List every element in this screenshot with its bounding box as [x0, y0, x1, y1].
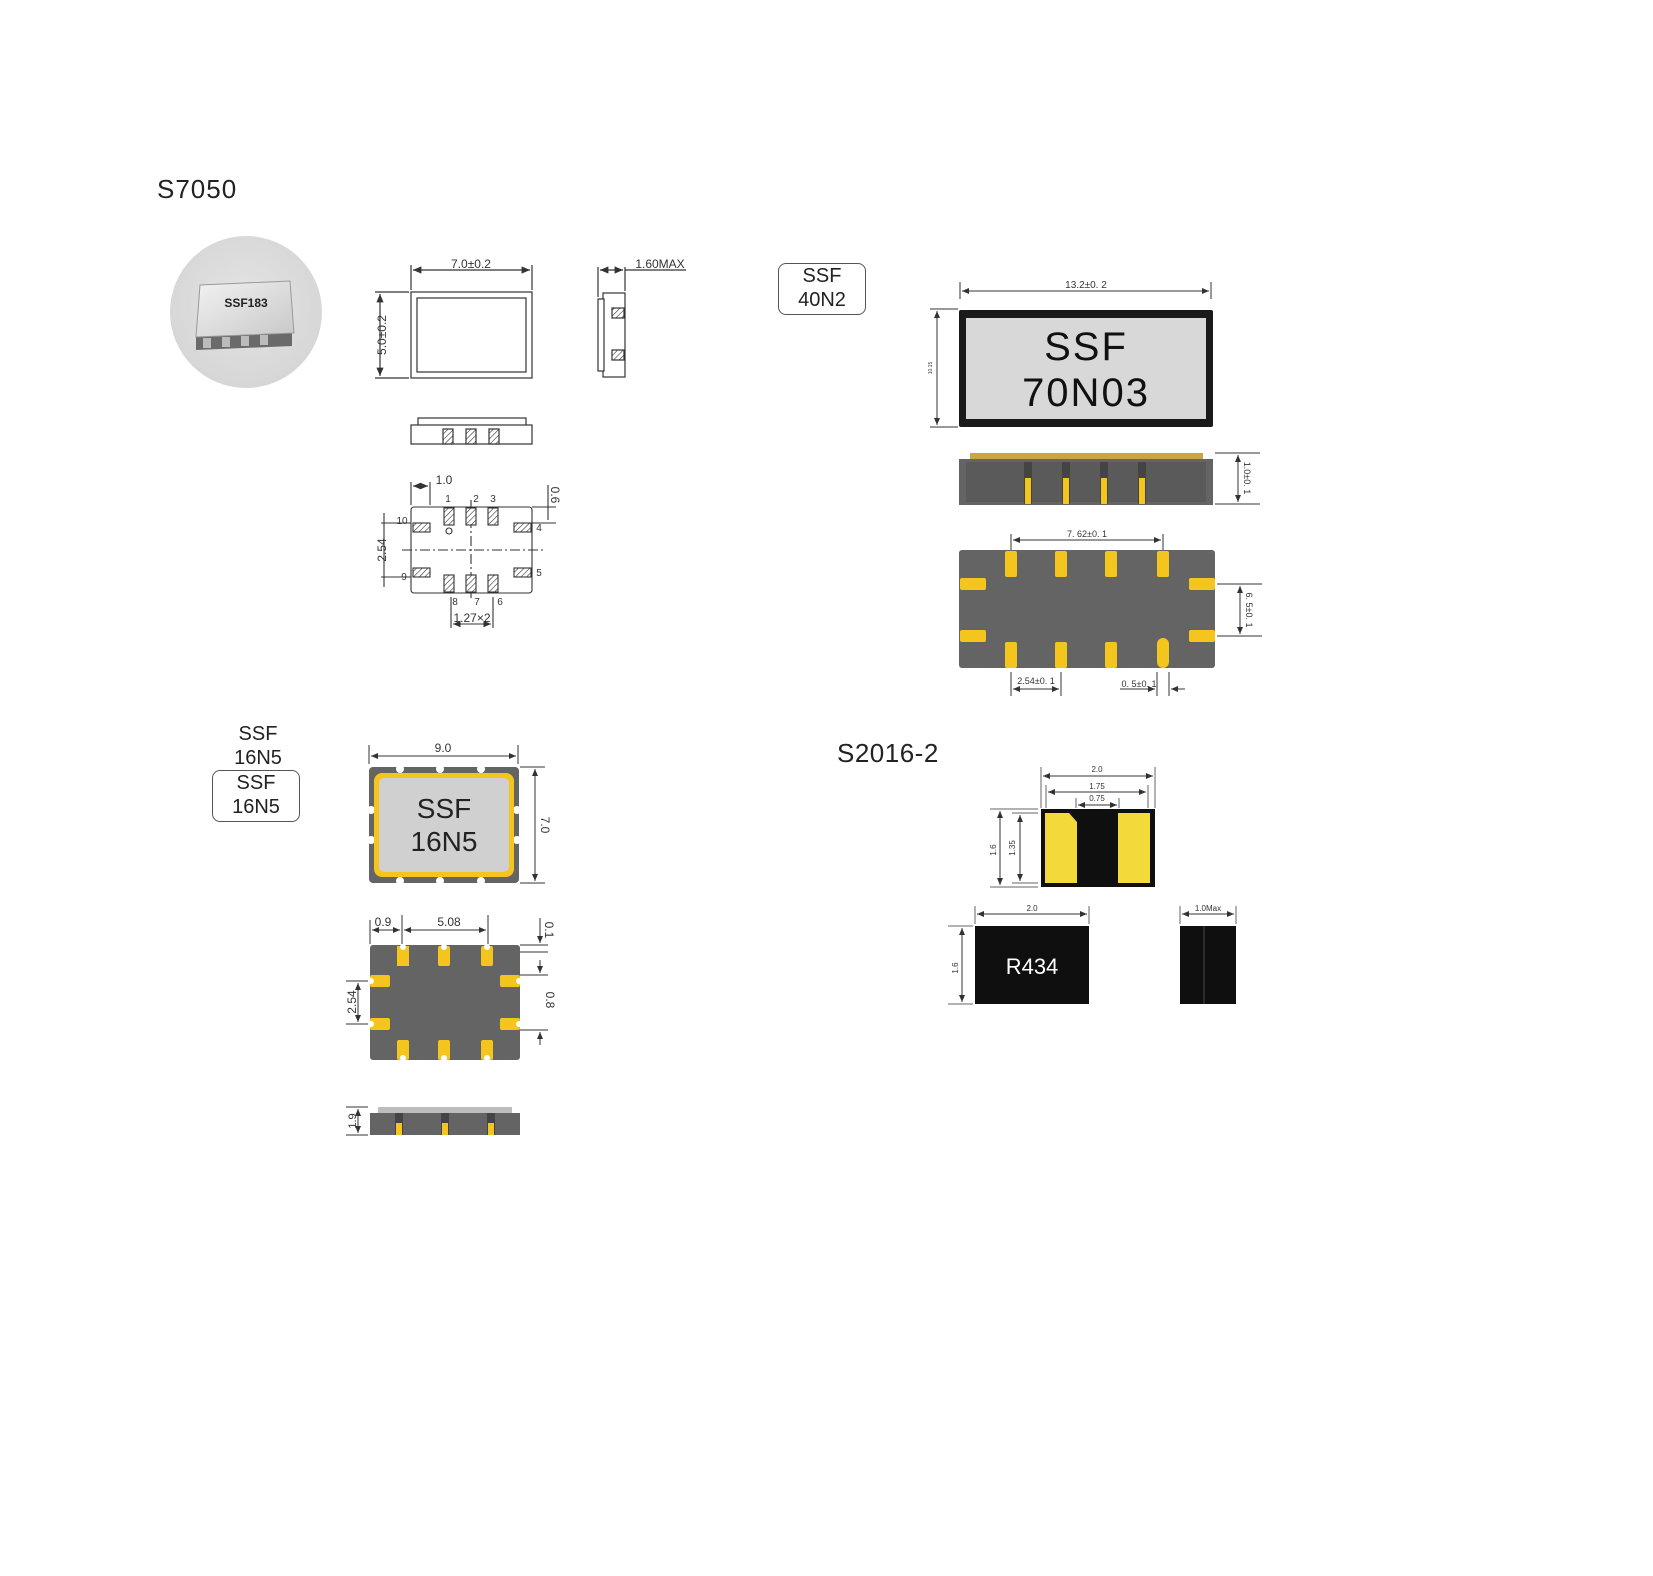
s7050-front-view: [410, 417, 533, 445]
ssf16n5-top-view: [367, 745, 545, 885]
dim-inner-1: 1.75: [1089, 782, 1105, 791]
s2016-side-view: [1179, 906, 1237, 1004]
pin-5: 5: [536, 568, 542, 579]
part-label-16n5: SSF 16N5: [220, 722, 296, 770]
dim-width: 9.0: [435, 741, 452, 755]
dim-inner-2: 0.75: [1089, 794, 1105, 803]
dim-pad-span: 5.08: [437, 915, 461, 929]
part-label-line-2: 40N2: [798, 289, 846, 311]
s2016-top-view: [948, 906, 1090, 1005]
dim-thickness: 1.0Max: [1195, 904, 1221, 913]
dim-pitch-v: 2.54: [375, 538, 389, 562]
part-label-line-1: SSF: [802, 265, 842, 287]
dim-pad-width: 0. 5±0. 1: [1122, 679, 1157, 689]
section-title-s7050: S7050: [157, 174, 238, 204]
pin-numbers: 1 2 3 4 5 6 7 8 9 10: [396, 494, 542, 608]
ssf70n03-bottom-view: [959, 534, 1262, 696]
dim-height: 5.0±0.2: [375, 315, 389, 355]
dim-side-span: 6. 5±0. 1: [1244, 593, 1254, 628]
part-label-box-16n5: SSF 16N5: [212, 770, 300, 822]
pin-1: 1: [445, 494, 451, 505]
dim-width: 7.0±0.2: [451, 257, 491, 271]
pin-9: 9: [401, 572, 407, 583]
dim-height-bottom: 1.6: [951, 962, 960, 974]
dim-thickness: 1.9: [347, 1113, 359, 1128]
dim-thickness: 1.60MAX: [635, 257, 684, 271]
dim-pitch-h: 1.27×2: [453, 611, 490, 625]
marking-line-2: 16N5: [411, 826, 478, 857]
dim-pitch-v: 2.54: [345, 990, 359, 1014]
marking-line-1: SSF: [1044, 325, 1128, 369]
s7050-side-view: [597, 266, 686, 378]
dim-thickness: 1.0±0. 1: [1242, 462, 1252, 494]
pin-4: 4: [536, 523, 542, 534]
s2016-pad-view: [990, 767, 1156, 888]
dim-width-bottom: 2.0: [1026, 904, 1038, 913]
s7050-top-view: [375, 265, 533, 379]
pin-2: 2: [473, 494, 479, 505]
photo-marking: SSF183: [224, 296, 268, 310]
dim-gap-top: 0.1: [542, 922, 556, 939]
pin-6: 6: [497, 597, 503, 608]
pin-3: 3: [490, 494, 496, 505]
s7050-pad-view: [381, 482, 556, 628]
dim-pad-gap: 0.6: [548, 487, 562, 504]
dim-height-top: 1.6: [989, 844, 998, 856]
marking-line-2: 70N03: [1022, 371, 1150, 415]
part-label-line-2: 16N5: [232, 796, 280, 818]
dim-pad-width: 1.0: [436, 473, 453, 487]
ssf70n03-side-view: [959, 452, 1260, 505]
ssf70n03-top-view: [930, 282, 1213, 428]
dim-height: 10.15: [928, 362, 934, 375]
part-label-line-2: 16N5: [234, 747, 282, 769]
dim-edge: 0.9: [375, 915, 392, 929]
dim-inner-h: 1.35: [1008, 840, 1017, 856]
part-label-box-40n2: SSF 40N2: [778, 263, 866, 315]
dim-pitch: 2.54±0. 1: [1017, 676, 1054, 686]
part-label-line-1: SSF: [236, 772, 276, 794]
ssf16n5-pad-view: [346, 915, 548, 1061]
dim-length: 13.2±0. 2: [1065, 280, 1107, 291]
dim-width-top: 2.0: [1091, 765, 1103, 774]
dim-height: 7.0: [538, 817, 552, 834]
marking-line-1: SSF: [417, 793, 471, 824]
s7050-photo: SSF183: [170, 236, 322, 388]
pin-8: 8: [452, 597, 458, 608]
section-title-s2016: S2016-2: [837, 738, 939, 768]
pin-7: 7: [474, 597, 480, 608]
part-label-line-1: SSF: [238, 723, 278, 745]
marking: R434: [1006, 954, 1059, 979]
ssf16n5-side-view: [346, 1106, 520, 1136]
dim-pad-span: 7. 62±0. 1: [1067, 529, 1107, 539]
pin-10: 10: [396, 516, 408, 527]
dim-pad-height: 0.8: [543, 992, 557, 1009]
